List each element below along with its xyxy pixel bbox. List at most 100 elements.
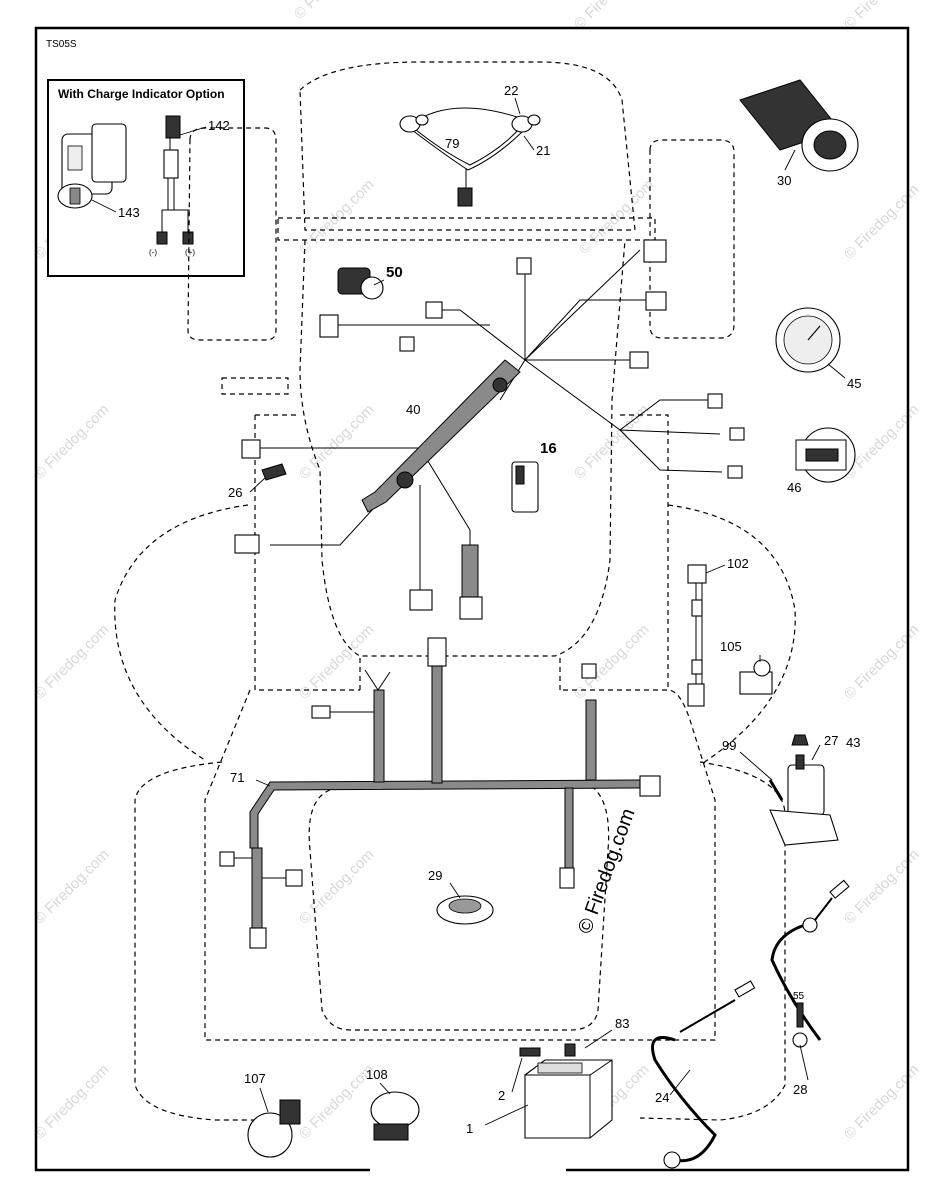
callout-102: 102	[727, 556, 749, 571]
callout-26: 26	[228, 485, 242, 500]
callout-30: 30	[777, 173, 791, 188]
callout-108: 108	[366, 1067, 388, 1082]
part-46-hourmeter	[795, 427, 856, 483]
leader-line	[449, 882, 461, 899]
watermark-text: © Firedog.com	[31, 401, 113, 483]
callout-45: 45	[847, 376, 861, 391]
leader-line	[511, 1057, 523, 1093]
connector	[643, 239, 667, 263]
connector	[707, 393, 723, 409]
callout-40: 40	[406, 402, 420, 417]
part-30-ignition-switch	[739, 79, 859, 172]
callout-83: 83	[615, 1016, 629, 1031]
deck-link-outline	[359, 656, 561, 690]
connector	[629, 351, 649, 369]
relay-body	[261, 463, 287, 481]
connector	[459, 596, 483, 620]
leader-line	[784, 149, 796, 171]
leader-line	[523, 135, 535, 151]
watermark-text: © Firedog.com	[291, 0, 373, 23]
callout-79: 79	[445, 136, 459, 151]
callout-16: 16	[540, 440, 557, 457]
connector	[241, 439, 261, 459]
solenoid-post	[795, 754, 805, 770]
watermark-text: © Firedog.com	[841, 1061, 923, 1143]
part-108-solenoid	[370, 1091, 420, 1141]
center-watermark: © Firedog.com	[574, 806, 640, 937]
terminal-83	[564, 1043, 576, 1057]
leader-line	[811, 744, 821, 761]
connector	[729, 427, 745, 441]
connector	[639, 775, 661, 797]
leader-line	[669, 1069, 691, 1096]
callout-21: 21	[536, 143, 550, 158]
part-43-solenoid	[739, 734, 839, 846]
nut-27	[791, 734, 809, 746]
charge-indicator-wire: (-) (+)	[149, 115, 195, 257]
callout-28: 28	[793, 1082, 807, 1097]
bolt-55	[796, 1002, 804, 1028]
watermark-text: © Firedog.com	[841, 181, 923, 263]
leader-line	[373, 279, 385, 286]
leader-line	[705, 564, 726, 574]
cable-28-ring	[802, 917, 818, 933]
front-right-wheel-outline	[649, 139, 735, 339]
charge-indicator-inset: With Charge Indicator Option (-) (+)	[47, 79, 245, 277]
connector	[559, 867, 575, 889]
bolt-2	[519, 1047, 541, 1057]
part-26-relay	[261, 463, 287, 481]
rear-right-wheel-outline	[667, 504, 796, 766]
headlight-wire-2	[411, 129, 523, 171]
callout-29: 29	[428, 868, 442, 883]
loom-band	[396, 471, 414, 489]
bolt-99	[768, 779, 784, 801]
watermark-text: © Firedog.com	[31, 1061, 113, 1143]
cable-24-lead	[679, 999, 736, 1033]
leader-line	[255, 779, 271, 787]
deck-side-outline	[254, 414, 669, 691]
cable-28-lead	[814, 897, 833, 921]
watermark-text: © Firedog.com	[31, 846, 113, 928]
page-frame	[34, 26, 910, 1172]
part-29-grommet	[436, 895, 494, 925]
cable-24-terminal	[734, 980, 756, 998]
gauge-back	[91, 123, 127, 183]
part-107-switch	[247, 1099, 301, 1158]
cable-24-ring	[663, 1151, 681, 1169]
terminal-neg	[156, 231, 168, 245]
frame-border	[34, 26, 910, 1172]
rear-harness-71	[219, 637, 661, 949]
callout-105: 105	[720, 639, 742, 654]
terminal-pos-label: (+)	[185, 248, 195, 257]
connector	[319, 314, 339, 338]
harness-loom	[373, 689, 385, 783]
leader-line	[91, 199, 117, 213]
callout-55: 55	[793, 991, 805, 1002]
ignition-core	[813, 130, 847, 160]
harness-loom	[564, 787, 574, 869]
watermark-text: © Firedog.com	[841, 401, 923, 483]
harness-branch	[234, 669, 391, 879]
part-102-harness	[687, 564, 726, 707]
watermark-text: © Firedog.com	[296, 176, 378, 258]
right-headlight-socket	[527, 114, 541, 126]
rear-left-wheel-outline	[114, 504, 249, 761]
connector-top	[165, 115, 181, 139]
watermark-text: © Firedog.com	[296, 846, 378, 928]
solenoid-bracket	[769, 809, 839, 846]
watermark-text: © Firedog.com	[31, 621, 113, 703]
leader-line	[484, 1104, 529, 1126]
connector	[219, 851, 235, 867]
battery-assembly	[484, 879, 850, 1169]
connector	[727, 465, 743, 479]
battery-top	[537, 1062, 583, 1074]
watermark-text: © Firedog.com	[841, 621, 923, 703]
connector	[516, 257, 532, 275]
seat-deck-outline	[204, 689, 716, 1041]
cable-28-ring	[792, 1032, 808, 1048]
gauge-face	[67, 145, 83, 171]
leader-line	[379, 1082, 391, 1095]
connector	[425, 301, 443, 319]
callout-43: 43	[846, 735, 860, 750]
leader-line	[514, 97, 521, 115]
